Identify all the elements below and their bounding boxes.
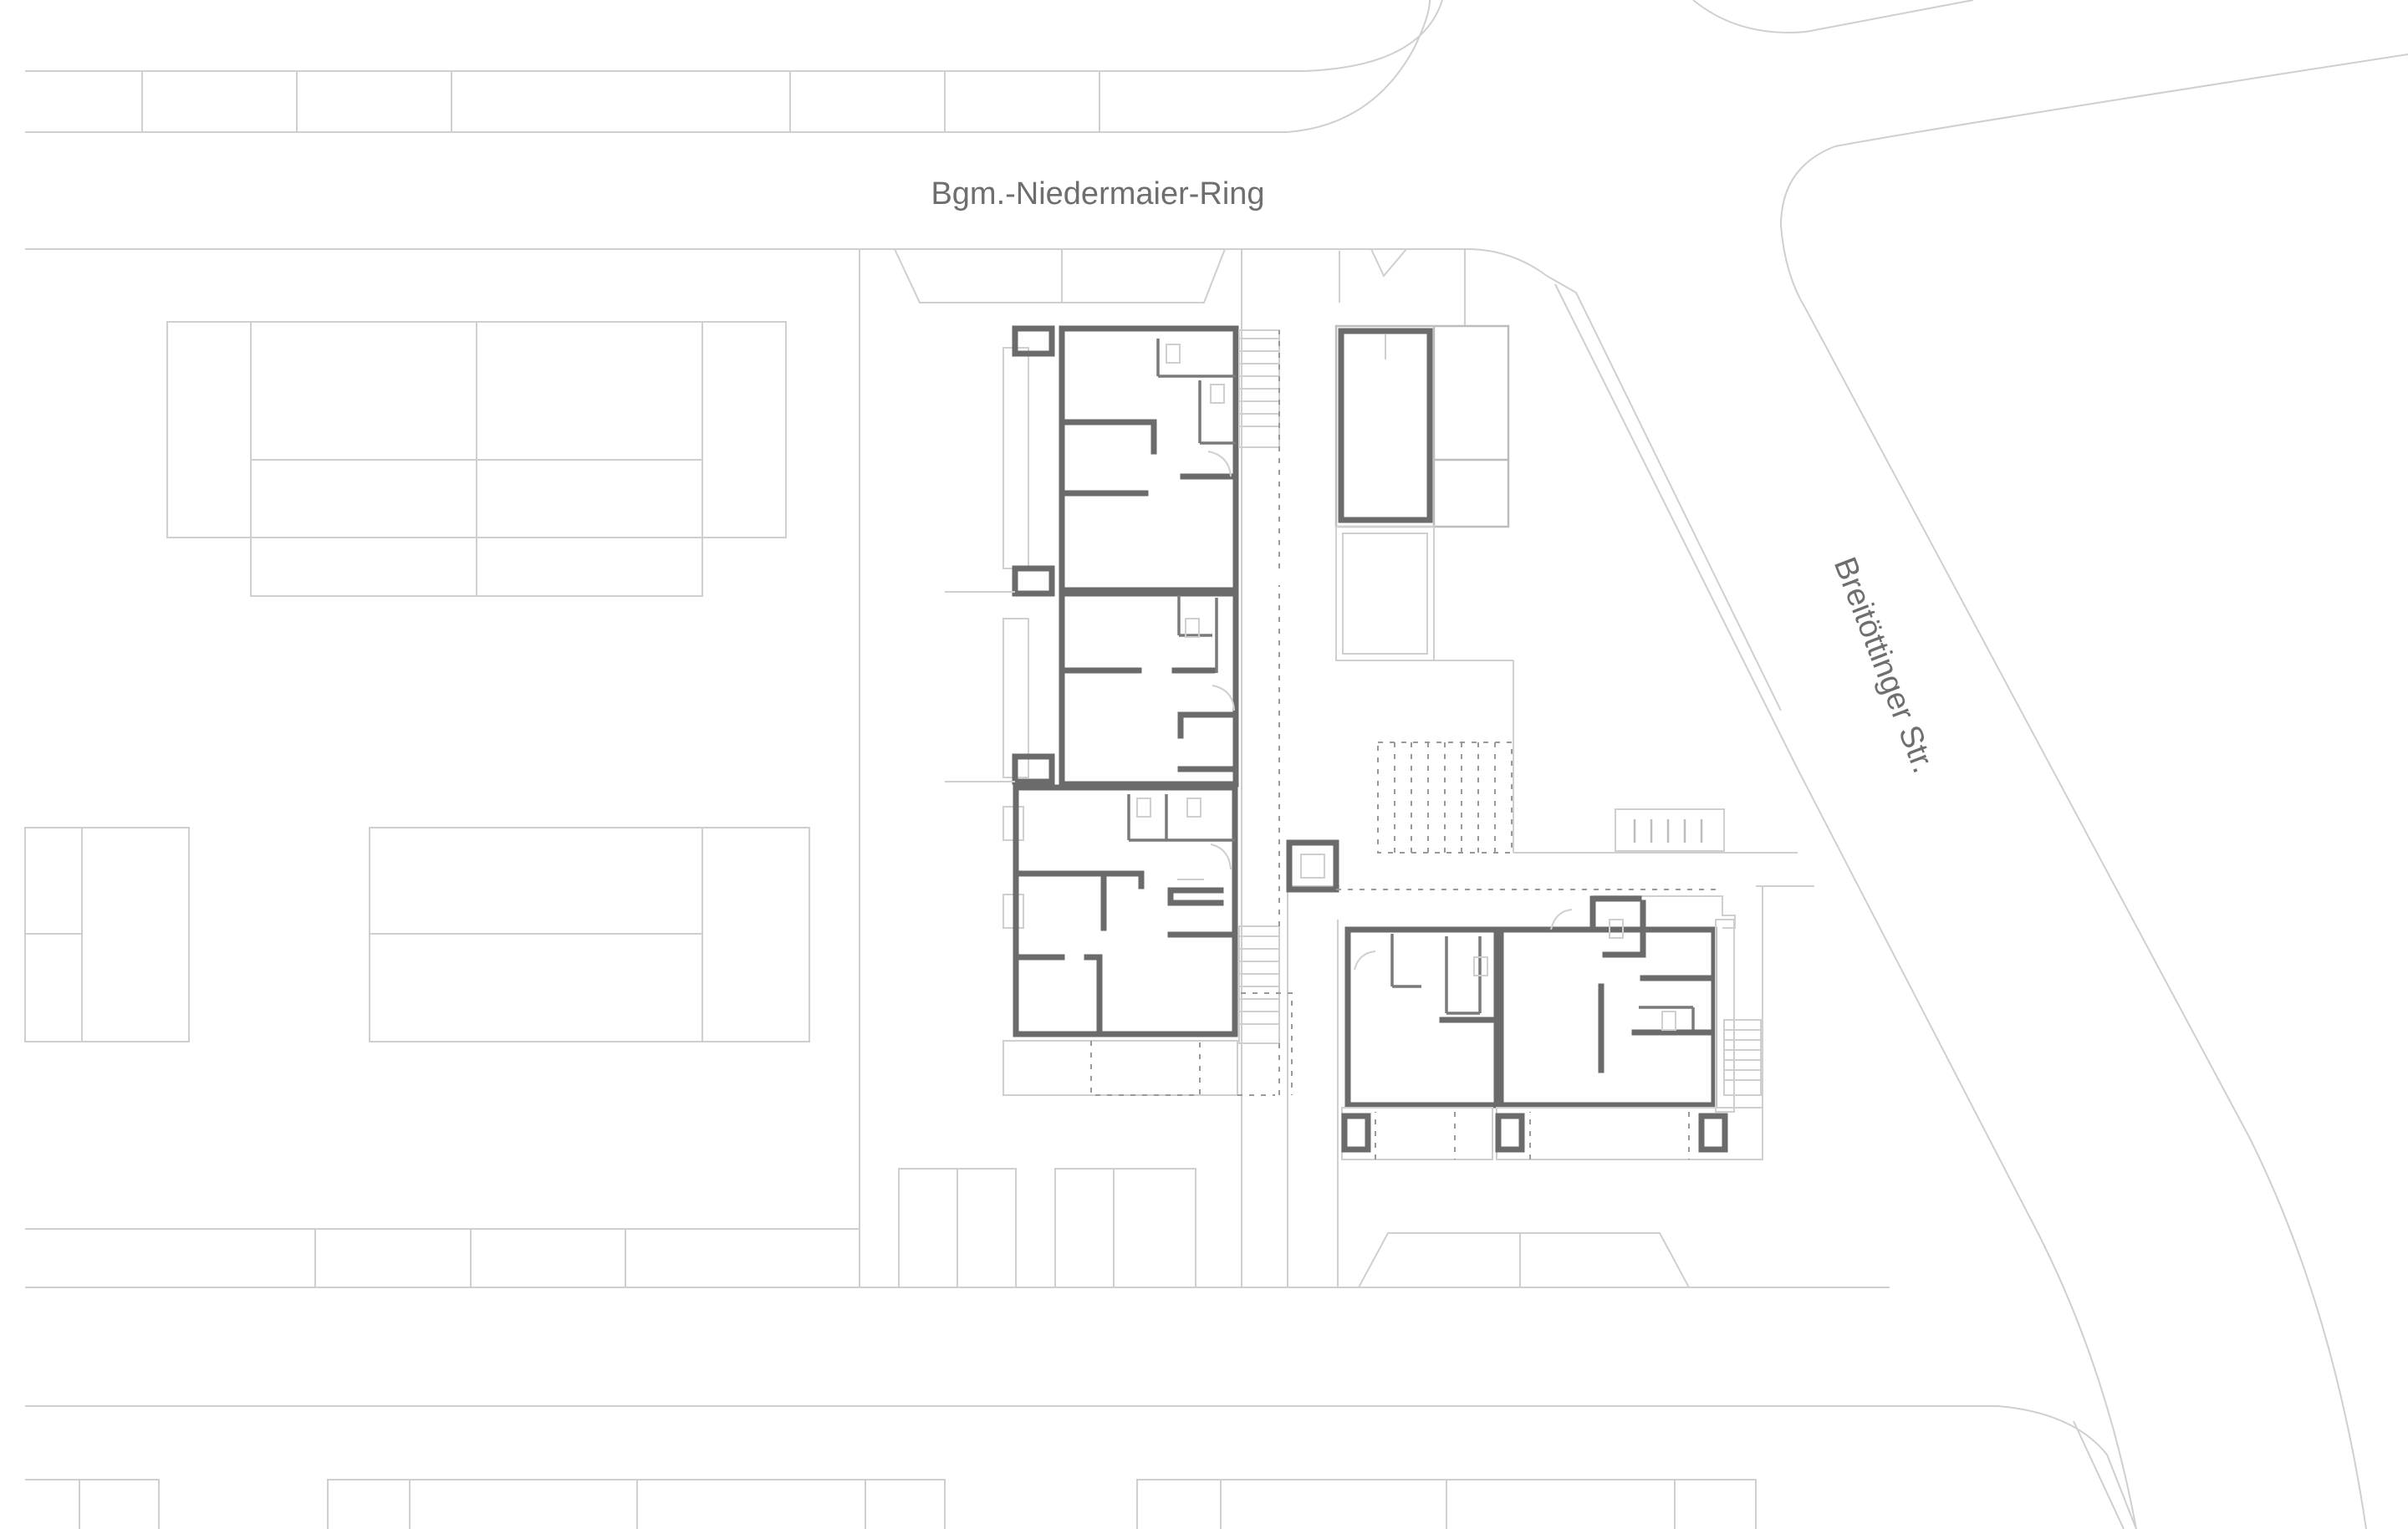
- stair-core: [1286, 839, 1339, 893]
- carport: [1334, 324, 1510, 661]
- building-south-east: [1336, 889, 1763, 1160]
- building-north-wing: [945, 325, 1280, 597]
- street-label-east: Breitöttinger Str.: [1827, 553, 1941, 777]
- street-label-north: Bgm.-Niedermaier-Ring: [931, 176, 1264, 212]
- building-south-west: [1002, 330, 1293, 1102]
- building-middle: [945, 590, 1239, 787]
- street-context: [24, 0, 2408, 1529]
